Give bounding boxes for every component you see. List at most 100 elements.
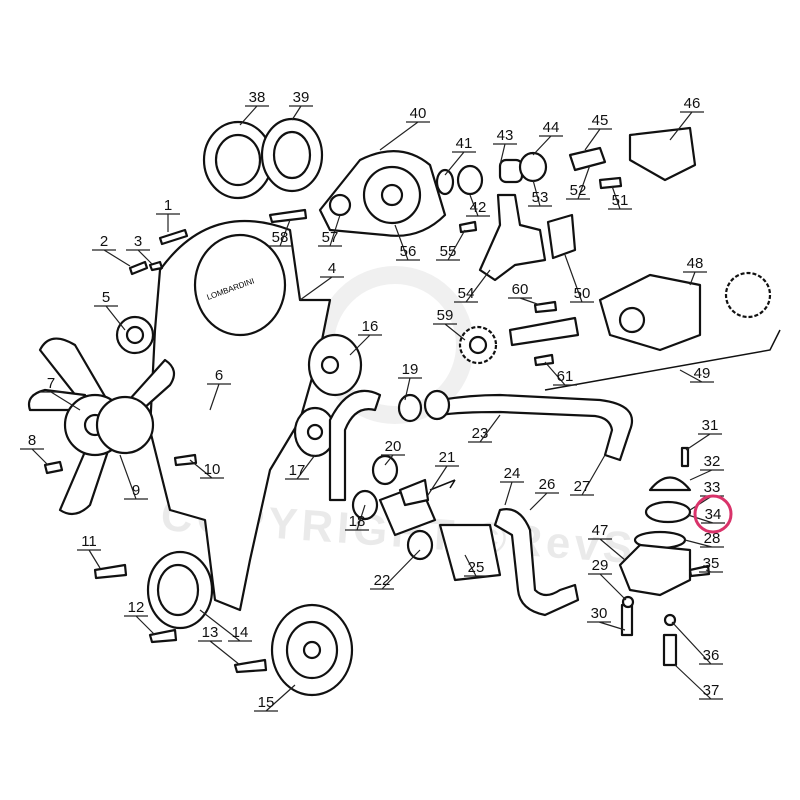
callout-58: 58: [268, 219, 292, 247]
callout-16: 16: [349, 318, 382, 356]
callout-13: 13: [198, 624, 241, 666]
callout-1: 1: [156, 197, 180, 232]
callout-number: 61: [557, 368, 574, 385]
leader-line: [508, 297, 541, 306]
callout-50: 50: [564, 254, 594, 303]
leader-line: [433, 323, 466, 341]
callout-number: 38: [249, 89, 266, 106]
leader-line: [685, 433, 722, 451]
callout-54: 54: [454, 269, 491, 303]
callout-number: 57: [322, 229, 339, 246]
callout-number: 58: [272, 229, 289, 246]
leader-line: [674, 664, 723, 700]
leader-line: [126, 249, 153, 265]
leader-line: [427, 465, 459, 496]
callout-number: 43: [497, 127, 514, 144]
leader-line: [77, 549, 101, 569]
callout-number: 31: [702, 417, 719, 434]
callout-53: 53: [528, 179, 552, 207]
callout-number: 48: [687, 255, 704, 272]
callout-number: 19: [402, 361, 419, 378]
pulley-16: [307, 333, 363, 397]
leader-line: [20, 448, 49, 466]
leader-line: [349, 334, 382, 356]
leader-line: [285, 454, 316, 480]
callout-number: 46: [684, 95, 701, 112]
callout-number: 8: [28, 432, 36, 449]
hoses: [328, 389, 633, 617]
callout-51: 51: [608, 185, 632, 210]
callout-57: 57: [318, 214, 342, 247]
callout-7: 7: [39, 375, 81, 411]
callout-number: 4: [328, 260, 336, 277]
callout-20: 20: [381, 438, 405, 466]
callout-number: 32: [704, 453, 721, 470]
pulley-14: [146, 550, 214, 630]
callout-number: 27: [574, 478, 591, 495]
shaft-parts: [435, 126, 697, 196]
callout-21: 21: [427, 449, 459, 496]
leader-line: [584, 128, 612, 151]
leader-line: [239, 105, 269, 126]
leader-line: [370, 549, 421, 590]
callout-number: 7: [47, 375, 55, 392]
callout-23: 23: [468, 414, 501, 443]
callout-15: 15: [254, 684, 296, 712]
callout-number: 55: [440, 243, 457, 260]
callout-number: 26: [539, 476, 556, 493]
callout-10: 10: [189, 459, 224, 479]
leader-line: [318, 214, 342, 247]
callout-number: 36: [703, 647, 720, 664]
callout-52: 52: [566, 164, 591, 200]
leader-line: [671, 621, 723, 665]
leader-line: [207, 383, 231, 411]
callout-number: 5: [102, 289, 110, 306]
leader-line: [570, 454, 606, 496]
highlight-circle: [693, 494, 733, 534]
callout-number: 39: [293, 89, 310, 106]
callout-61: 61: [544, 361, 577, 386]
water-outlet-54: [478, 193, 577, 282]
callout-number: 25: [468, 559, 485, 576]
leader-line: [198, 640, 241, 666]
leader-line: [500, 481, 524, 506]
callout-42: 42: [466, 194, 490, 217]
callout-number: 23: [472, 425, 489, 442]
leader-line: [124, 615, 156, 636]
callout-28: 28: [684, 530, 724, 548]
leader-line: [588, 573, 627, 601]
callout-37: 37: [674, 664, 723, 700]
leader-line: [669, 111, 704, 141]
callout-number: 60: [512, 281, 529, 298]
callout-number: 29: [592, 557, 609, 574]
leader-line: [444, 151, 476, 176]
callout-number: 59: [437, 307, 454, 324]
leader-line: [299, 276, 344, 301]
callout-number: 6: [215, 367, 223, 384]
callout-31: 31: [685, 417, 722, 451]
callout-11: 11: [77, 533, 101, 569]
leader-line: [92, 249, 131, 267]
callout-48: 48: [683, 255, 707, 286]
leader-line: [493, 143, 517, 166]
callout-number: 30: [591, 605, 608, 622]
callout-8: 8: [20, 432, 49, 466]
callout-22: 22: [370, 549, 421, 590]
callout-59: 59: [433, 307, 466, 341]
leader-line: [379, 121, 430, 151]
callout-number: 42: [470, 199, 487, 216]
callout-number: 15: [258, 694, 275, 711]
callout-30: 30: [587, 605, 626, 631]
callout-24: 24: [500, 465, 524, 506]
callout-number: 24: [504, 465, 521, 482]
callout-19: 19: [398, 361, 422, 401]
callout-number: 35: [703, 555, 720, 572]
timing-belt-cover-4: LOMBARDINI: [148, 219, 332, 612]
leader-line: [345, 504, 369, 531]
leader-line: [436, 229, 466, 261]
callout-27: 27: [570, 454, 606, 496]
tensioner-40: [318, 150, 447, 237]
leader-line: [199, 609, 252, 642]
